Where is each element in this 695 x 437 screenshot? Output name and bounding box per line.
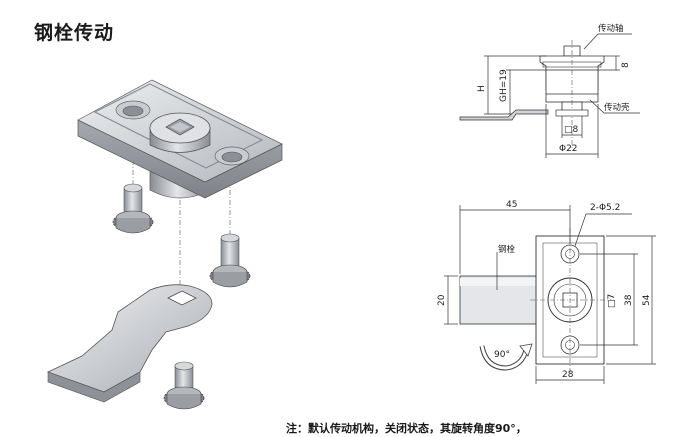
top-view: 45 2-Φ5.2 钢栓 20 □7 38 54 28 (437, 200, 656, 384)
dim-20: 20 (437, 294, 447, 306)
dim-square-8: □8 (564, 125, 579, 135)
label-steel-bolt: 钢栓 (498, 244, 516, 255)
exploded-view (46, 79, 283, 410)
housing-block (77, 79, 283, 199)
side-view: H GH=19 8 传动轴 传动壳 □8 Φ22 (459, 23, 640, 158)
rivet-screw-2 (209, 233, 251, 288)
dim-diameter-22: Φ22 (559, 144, 578, 154)
dim-54: 54 (642, 294, 652, 306)
footer-note: 注：默认传动机构，关闭状态，其旋转角度90°， (286, 422, 527, 435)
page-title: 钢栓传动 (34, 22, 115, 44)
dim-38: 38 (624, 294, 634, 306)
dim-h: H (477, 85, 487, 92)
rotation-angle: 90° (494, 350, 510, 360)
dim-28: 28 (562, 370, 574, 380)
rotation-arrow-icon: 90° (479, 343, 533, 371)
dim-45: 45 (506, 200, 517, 210)
label-drive-shaft: 传动轴 (598, 23, 624, 34)
dim-holes: 2-Φ5.2 (590, 203, 620, 213)
rivet-screw-1 (112, 183, 154, 234)
dim-square-7: □7 (607, 294, 617, 308)
label-drive-shell: 传动壳 (604, 102, 630, 113)
dim-gh: GH=19 (499, 69, 509, 102)
drive-lever (46, 284, 213, 403)
dim-8-top: 8 (621, 62, 631, 68)
rivet-screw-3 (163, 361, 205, 410)
